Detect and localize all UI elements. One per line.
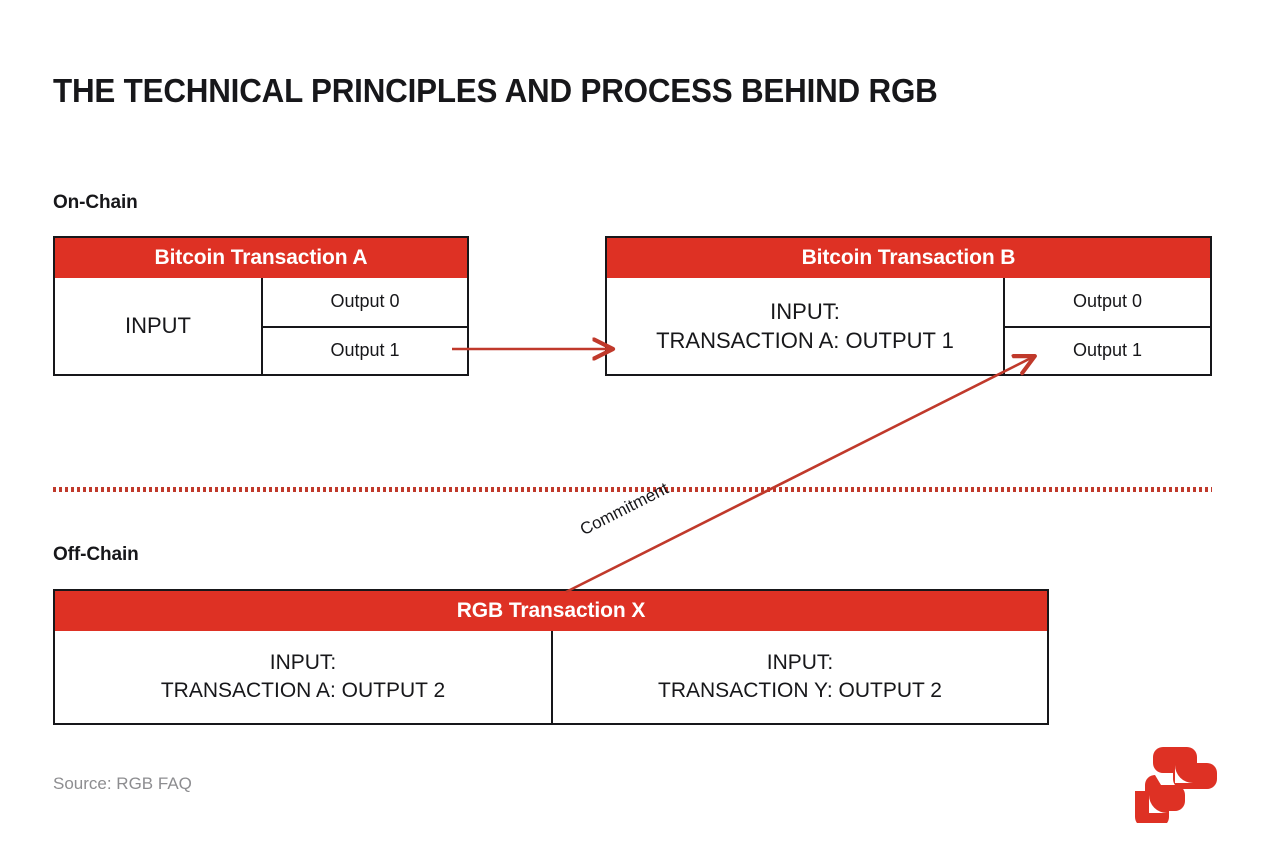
section-label-off-chain: Off-Chain — [53, 544, 139, 565]
bitcoin-transaction-a-box: Bitcoin Transaction A INPUT Output 0 Out… — [53, 236, 469, 376]
section-label-on-chain: On-Chain — [53, 192, 138, 213]
transaction-b-input-line-1: INPUT: — [770, 298, 840, 324]
transaction-a-input-cell: INPUT — [125, 313, 191, 339]
transaction-b-output-0-cell: Output 0 — [1072, 291, 1143, 312]
page-title: THE TECHNICAL PRINCIPLES AND PROCESS BEH… — [53, 72, 938, 109]
source-note: Source: RGB FAQ — [53, 774, 192, 793]
rgb-transaction-x-input-2-cell: INPUT: TRANSACTION Y: OUTPUT 2 — [551, 631, 1047, 723]
bitcoin-transaction-a-header: Bitcoin Transaction A — [55, 238, 467, 278]
transaction-a-output-0-cell: Output 0 — [330, 291, 400, 312]
rgb-transaction-x-input-1-cell: INPUT: TRANSACTION A: OUTPUT 2 — [55, 631, 551, 723]
rgb-transaction-x-header: RGB Transaction X — [55, 591, 1047, 631]
rgb-transaction-x-box: RGB Transaction X INPUT: TRANSACTION A: … — [53, 589, 1049, 725]
bitcoin-transaction-a-body: INPUT Output 0 Output 1 — [55, 278, 467, 374]
bitcoin-transaction-b-box: Bitcoin Transaction B INPUT: TRANSACTION… — [605, 236, 1212, 376]
bitcoin-transaction-b-header: Bitcoin Transaction B — [607, 238, 1210, 278]
rgb-input-1-line-2: TRANSACTION A: OUTPUT 2 — [160, 679, 446, 702]
transaction-b-input-cell: INPUT: TRANSACTION A: OUTPUT 1 — [607, 278, 1003, 374]
rgb-transaction-x-body: INPUT: TRANSACTION A: OUTPUT 2 INPUT: TR… — [55, 631, 1047, 723]
arrow-commitment-to-tx-b-output1 — [565, 357, 1033, 594]
rgb-input-2-line-2: TRANSACTION Y: OUTPUT 2 — [658, 679, 942, 702]
rgb-input-2-line-1: INPUT: — [766, 651, 834, 675]
transaction-b-outputs-column: Output 0 Output 1 — [1003, 278, 1210, 374]
rgb-input-1-line-1: INPUT: — [269, 651, 337, 675]
rgb-logo-icon — [1135, 747, 1217, 823]
transaction-a-output-1-cell: Output 1 — [263, 326, 467, 374]
transaction-a-outputs-column: Output 0 Output 1 — [261, 278, 467, 374]
transaction-b-input-line-2: TRANSACTION A: OUTPUT 1 — [656, 328, 954, 353]
on-chain-off-chain-divider — [53, 487, 1212, 492]
bitcoin-transaction-b-body: INPUT: TRANSACTION A: OUTPUT 1 Output 0 … — [607, 278, 1210, 374]
transaction-b-output-1-cell: Output 1 — [1005, 326, 1210, 374]
